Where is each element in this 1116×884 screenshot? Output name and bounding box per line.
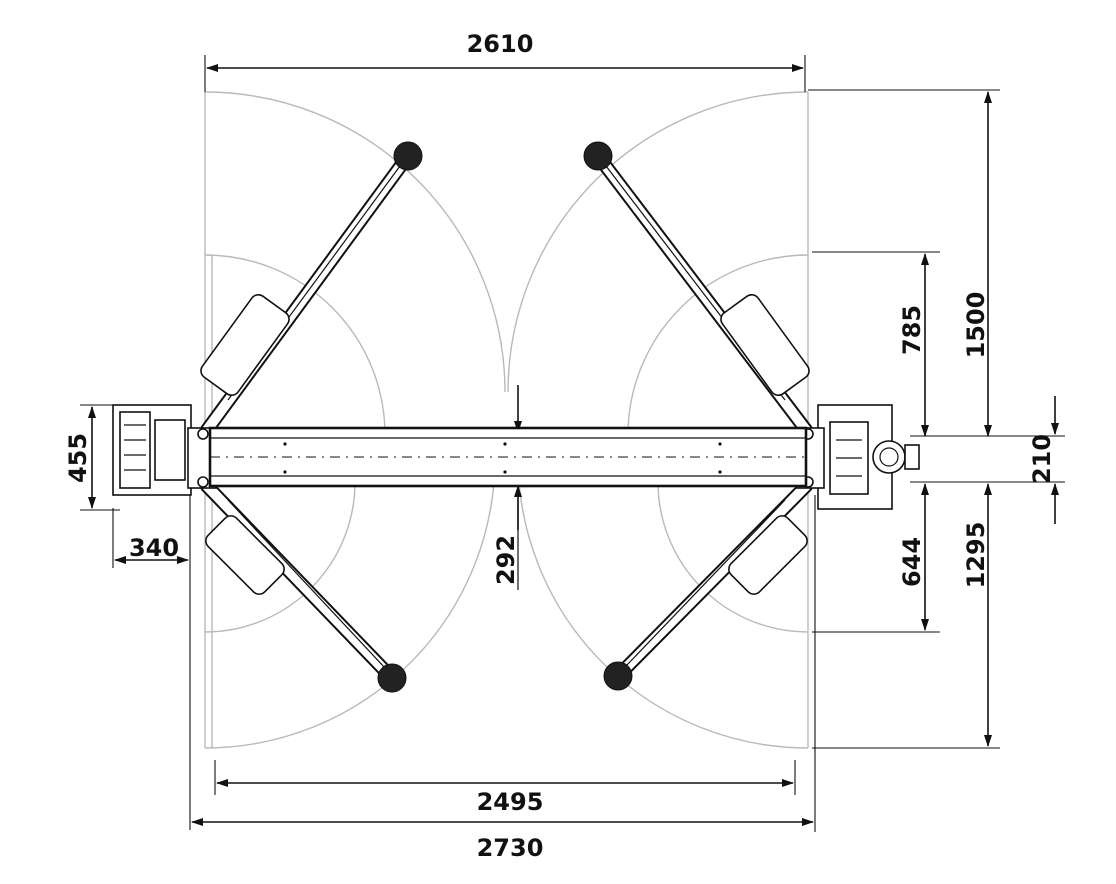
right-column-base (795, 404, 920, 510)
dim-label-292: 292 (492, 535, 520, 585)
lift-crossbeam (208, 426, 808, 488)
dimension-2610: 2610 (204, 30, 806, 92)
dimension-455: 455 (64, 404, 120, 511)
dimension-2730: 2730 (191, 495, 816, 862)
lift-pad-upper-right (583, 141, 613, 171)
lift-arm-lower-left (200, 479, 407, 693)
motor-unit-icon (872, 440, 906, 474)
dimension-644: 644 (812, 483, 940, 633)
dim-label-1500: 1500 (962, 292, 990, 359)
lift-pad-lower-right (603, 661, 633, 691)
arm-swing-arcs (204, 91, 809, 749)
dim-label-2610: 2610 (467, 30, 534, 58)
dimension-2495: 2495 (214, 760, 796, 816)
dim-label-2495: 2495 (477, 788, 544, 816)
dim-label-210: 210 (1028, 434, 1056, 484)
dimension-785: 785 (812, 251, 940, 437)
dim-label-2730: 2730 (477, 834, 544, 862)
dim-label-1295: 1295 (962, 522, 990, 589)
dimension-210: 210 (910, 396, 1065, 524)
lift-pad-lower-left (377, 663, 407, 693)
dim-label-644: 644 (898, 537, 926, 587)
dim-label-785: 785 (898, 305, 926, 355)
lift-arm-upper-right (583, 141, 813, 437)
dimension-1500: 1500 (808, 89, 1000, 437)
dimension-1295: 1295 (812, 483, 1000, 749)
lift-pad-upper-left (393, 141, 423, 171)
lift-arm-upper-left (200, 141, 423, 437)
dimension-340: 340 (112, 495, 191, 830)
lift-arm-lower-right (603, 479, 813, 691)
dimension-292: 292 (492, 385, 522, 590)
dim-label-340: 340 (129, 534, 179, 562)
left-column-base (112, 404, 217, 496)
dim-label-455: 455 (64, 433, 92, 483)
